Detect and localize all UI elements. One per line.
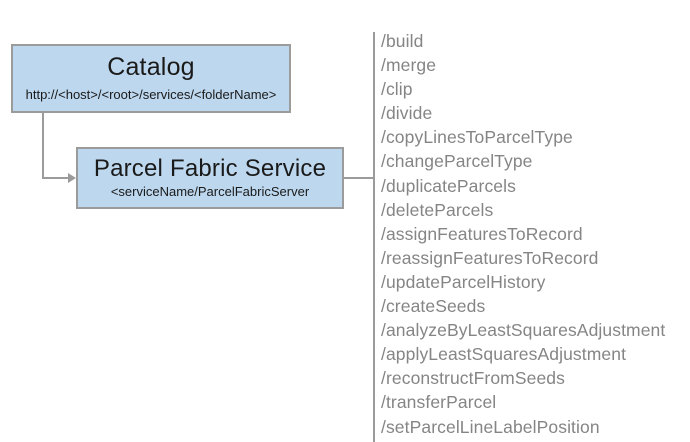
- operation-list-item: /setParcelLineLabelPosition: [381, 416, 600, 437]
- operation-list-item: /build: [381, 31, 424, 51]
- operation-list-item: /reconstructFromSeeds: [381, 368, 565, 389]
- operation-list-item: /reassignFeaturesToRecord: [381, 247, 599, 268]
- parcel-fabric-service-node: Parcel Fabric Service <serviceName/Parce…: [76, 147, 344, 209]
- catalog-node-url: http://<host>/<root>/services/<folderNam…: [25, 86, 277, 102]
- operation-list-item: /analyzeByLeastSquaresAdjustment: [381, 320, 666, 341]
- operation-list-item: /transferParcel: [381, 392, 497, 413]
- catalog-node-title: Catalog: [107, 52, 195, 81]
- operation-list-item: /changeParcelType: [381, 151, 533, 172]
- catalog-node: Catalog http://<host>/<root>/services/<f…: [11, 44, 291, 113]
- catalog-to-parcel-connector: [42, 113, 68, 179]
- operation-list-item: /clip: [381, 79, 413, 100]
- operation-list-item: /assignFeaturesToRecord: [381, 223, 583, 244]
- operation-list-item: /duplicateParcels: [381, 175, 516, 196]
- operation-list-item: /merge: [381, 55, 437, 76]
- operations-list: /build/merge/clip/divide/copyLinesToParc…: [381, 29, 665, 439]
- operation-list-item: /applyLeastSquaresAdjustment: [381, 344, 627, 365]
- operations-panel: /build/merge/clip/divide/copyLinesToParc…: [373, 0, 690, 442]
- operation-list-item: /updateParcelHistory: [381, 271, 546, 292]
- operation-list-item: /createSeeds: [381, 296, 486, 317]
- operation-list-item: /copyLinesToParcelType: [381, 127, 573, 148]
- catalog-to-parcel-arrowhead: [68, 173, 76, 183]
- operation-list-item: /deleteParcels: [381, 199, 494, 220]
- parcel-fabric-service-node-title: Parcel Fabric Service: [93, 154, 327, 182]
- operation-list-item: /divide: [381, 103, 433, 124]
- parcel-fabric-service-node-path: <serviceName/ParcelFabricServer: [110, 183, 310, 199]
- operations-divider-line: [373, 32, 375, 442]
